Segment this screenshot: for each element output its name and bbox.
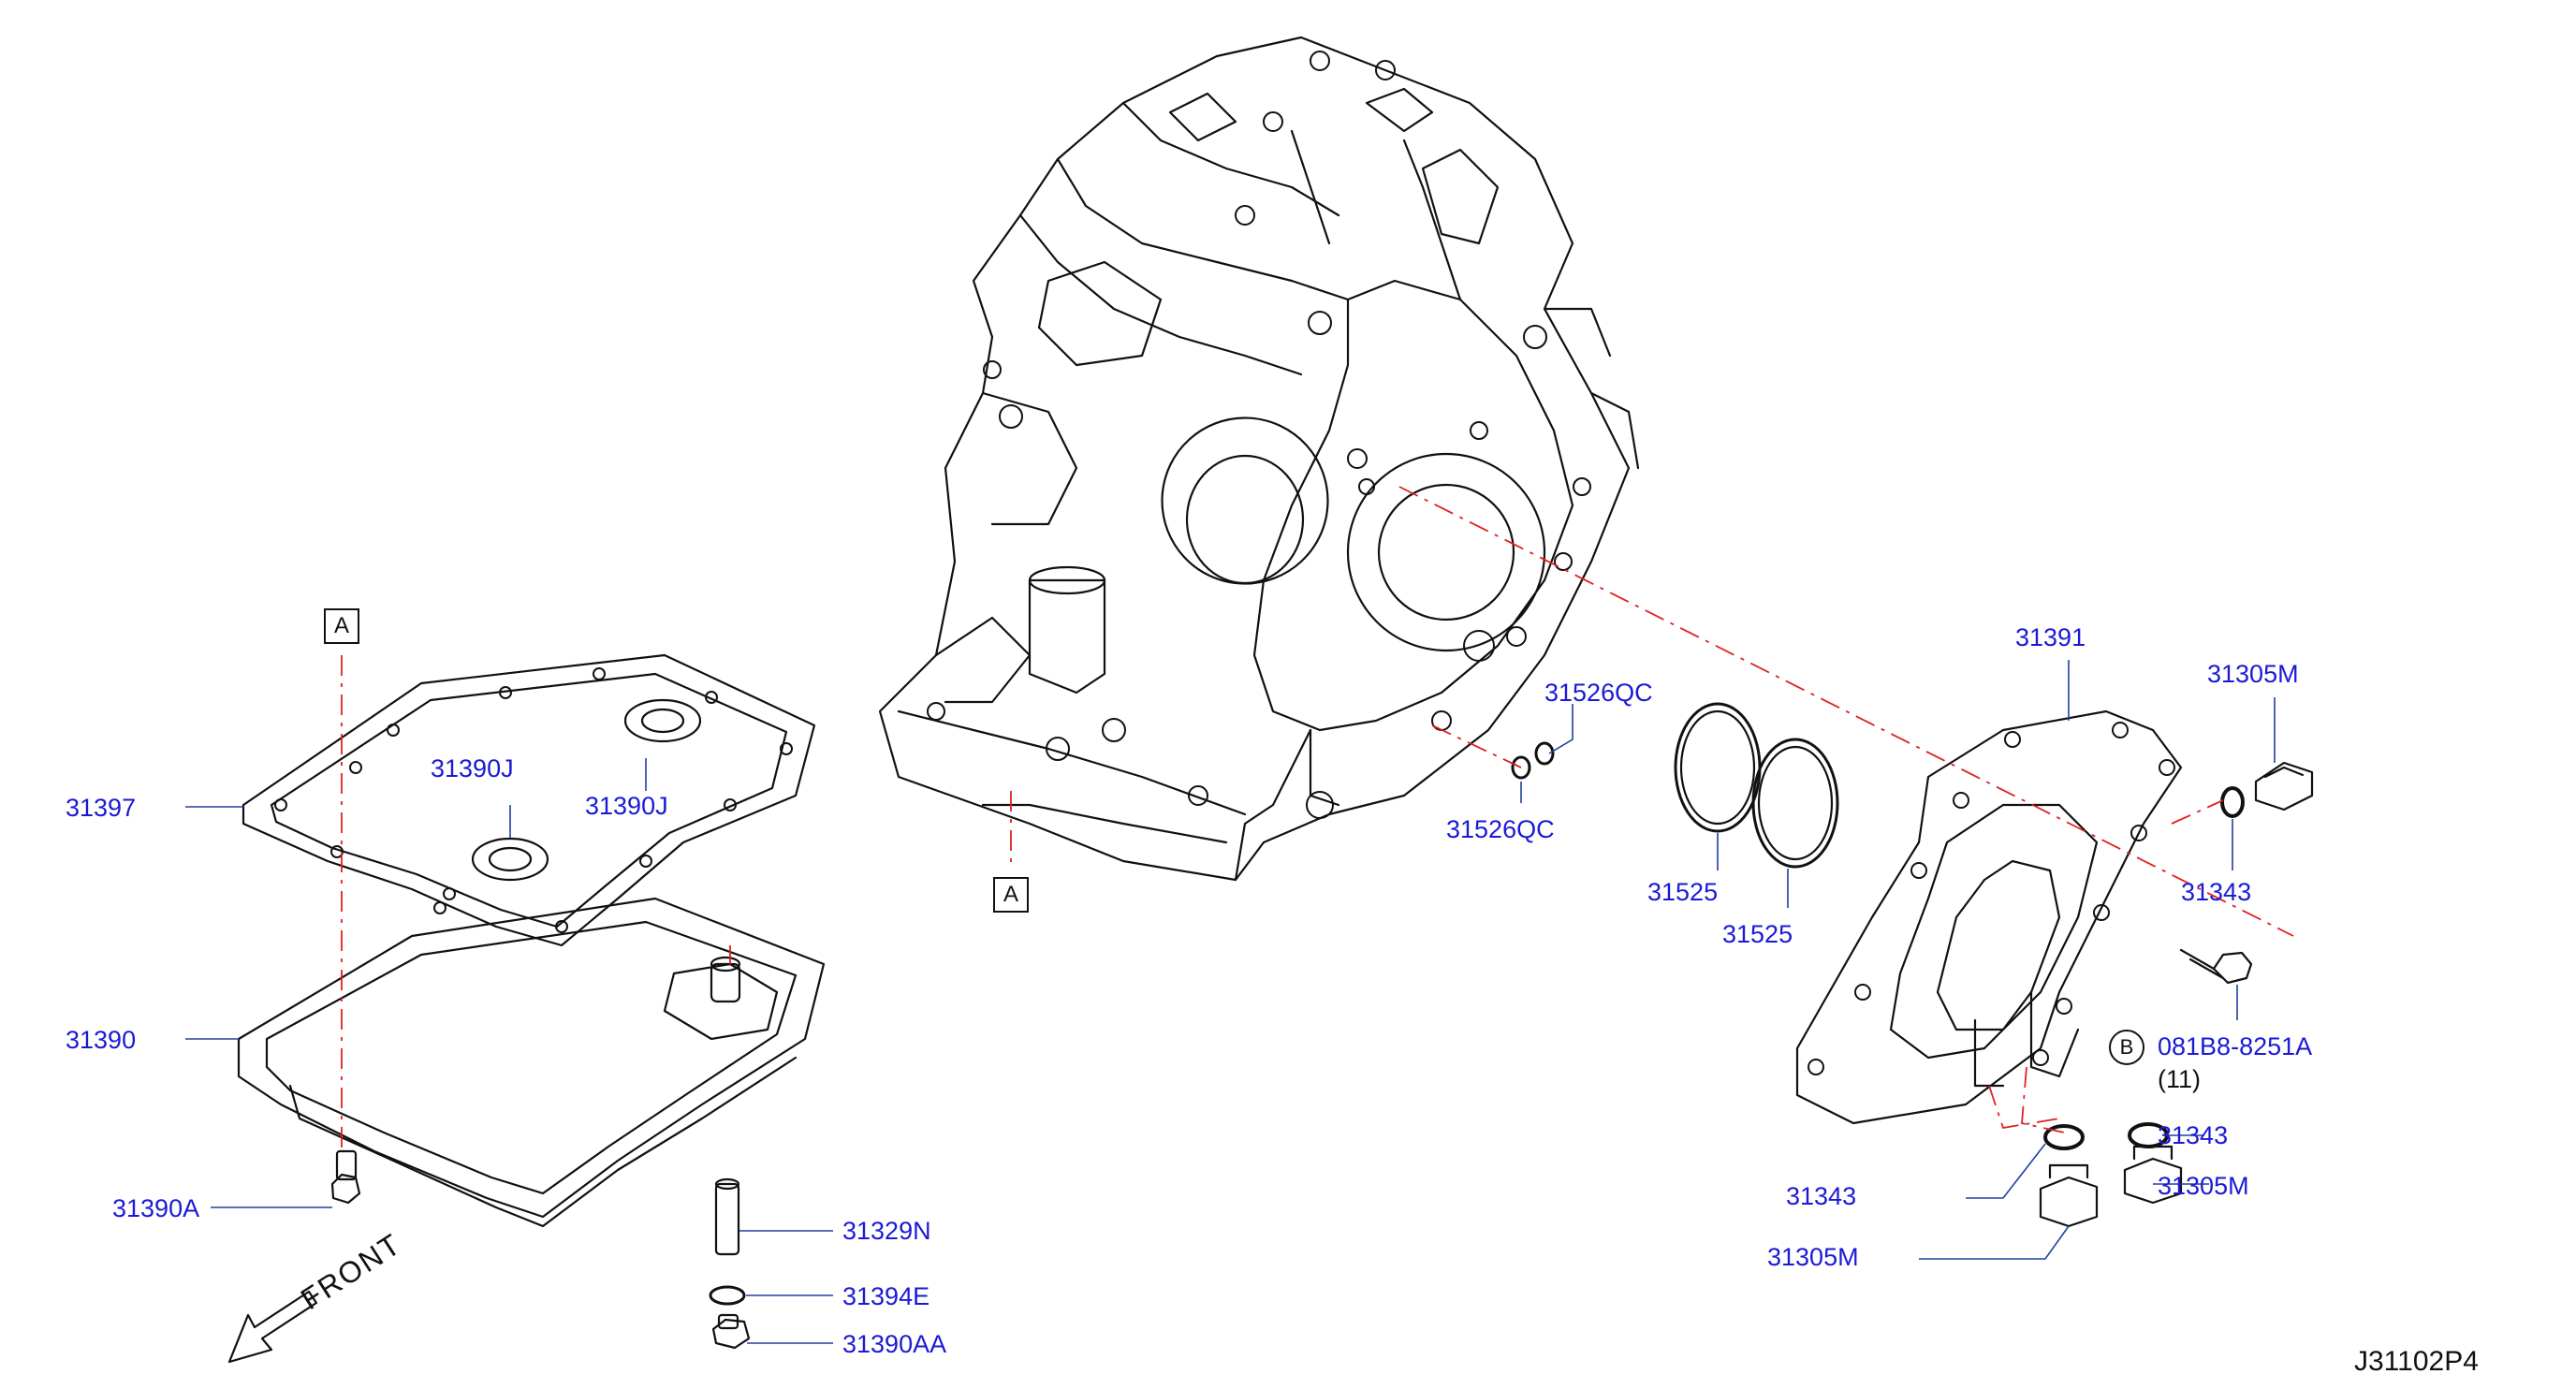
label-31526QC-a[interactable]: 31526QC [1544,679,1653,707]
label-081B8-8251A[interactable]: 081B8-8251A [2158,1032,2313,1060]
label-31305M-top[interactable]: 31305M [2207,660,2299,688]
label-31390J-b[interactable]: 31390J [585,792,668,820]
snap-ring-31525-a-inner [1679,709,1756,826]
label-31525-a[interactable]: 31525 [1647,878,1719,906]
marker-a-bottom: A [993,877,1029,913]
label-31390A[interactable]: 31390A [112,1194,200,1222]
label-31526QC-b[interactable]: 31526QC [1446,815,1555,843]
oil-pan-31390 [237,897,826,1228]
label-31394E[interactable]: 31394E [842,1282,930,1310]
bolt-31390A [330,1173,361,1205]
label-31305M-right[interactable]: 31305M [2158,1172,2249,1200]
diagram-code: J31102P4 [2354,1346,2479,1377]
label-081B8-quantity: (11) [2158,1065,2202,1093]
snap-ring-31525-b-inner [1757,745,1834,861]
side-cover-31391 [1795,709,2183,1125]
label-31343-top[interactable]: 31343 [2181,878,2252,906]
marker-b: B [2109,1030,2144,1065]
label-31391[interactable]: 31391 [2015,623,2086,651]
label-31343-right[interactable]: 31343 [2158,1121,2229,1149]
label-31329N[interactable]: 31329N [842,1217,931,1245]
label-31397[interactable]: 31397 [66,794,137,822]
label-31305M-bottom[interactable]: 31305M [1767,1243,1859,1271]
plug-31305M-top [2254,761,2314,811]
label-31525-b[interactable]: 31525 [1722,920,1793,948]
label-31390[interactable]: 31390 [66,1026,137,1054]
snap-ring-31525-a [1674,702,1762,833]
label-31390AA[interactable]: 31390AA [842,1330,947,1358]
pan-gasket-31397 [242,653,816,947]
label-31390J-a[interactable]: 31390J [431,754,514,782]
snap-ring-31525-b [1751,738,1839,869]
transmission-case [878,36,1640,882]
marker-a-top: A [324,608,359,644]
front-arrow [227,1290,318,1364]
label-31343-left[interactable]: 31343 [1786,1182,1857,1210]
